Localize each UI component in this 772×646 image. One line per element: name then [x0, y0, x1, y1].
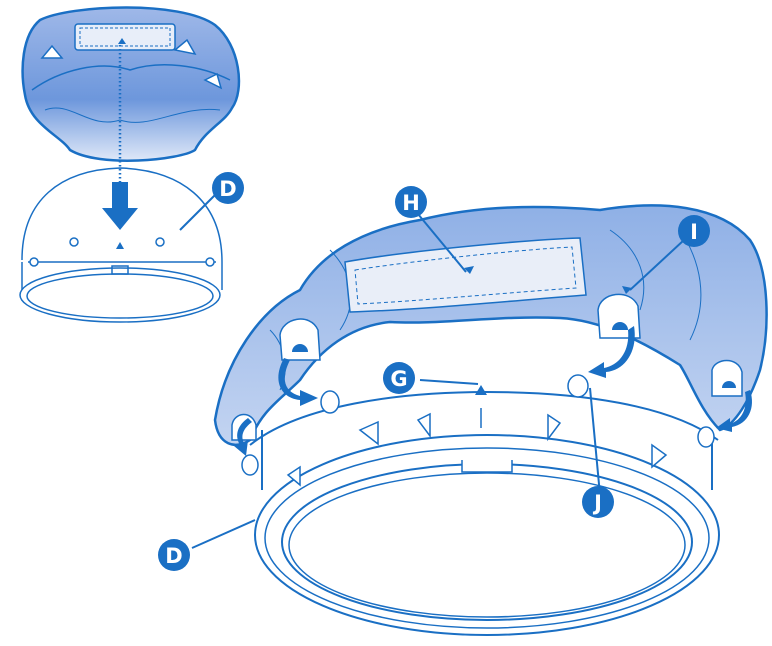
callout-g-label: G — [390, 367, 407, 391]
callout-g: G — [383, 362, 415, 394]
callout-h-label: H — [402, 191, 420, 215]
callout-i-label: I — [690, 220, 698, 244]
callout-d-large: D — [158, 539, 190, 571]
callout-j: J — [582, 486, 614, 518]
alignment-mark — [475, 385, 487, 395]
large-ring — [242, 375, 719, 635]
callout-d-small-label: D — [219, 177, 236, 201]
callout-i: I — [678, 215, 710, 247]
callout-h: H — [395, 186, 427, 218]
arrow-down-icon — [102, 182, 138, 230]
inset-cover — [23, 8, 239, 231]
callout-d-large-label: D — [165, 544, 182, 568]
callout-d-small: D — [212, 172, 244, 204]
callout-j-label: J — [592, 491, 602, 515]
